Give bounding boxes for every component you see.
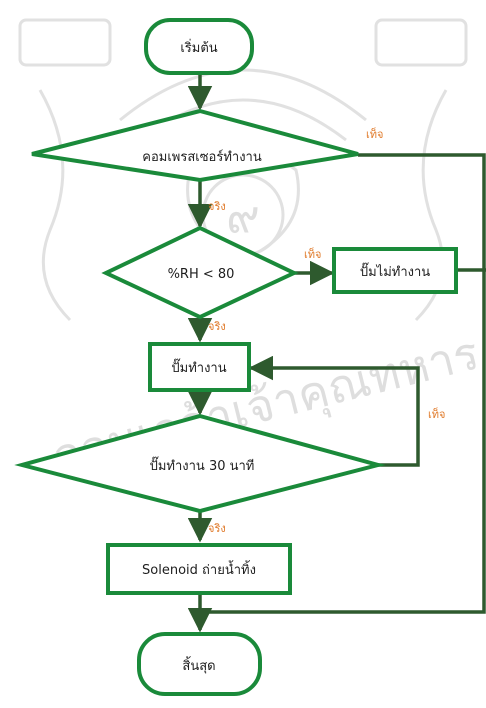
end-label: สิ้นสุด: [182, 656, 215, 674]
arrow-compressor-false-bypass: [200, 153, 486, 614]
pump-off-label: ปั๊มไม่ทำงาน: [360, 262, 430, 280]
merge-point: [196, 608, 204, 616]
pump30-false-label: เท็จ: [428, 407, 445, 421]
start-node: เริ่มต้น: [144, 18, 254, 75]
pump-30-decision: ปั๊มทำงาน 30 นาที: [14, 413, 386, 514]
compressor-decision: คอมเพรสเซอร์ทำงาน: [31, 108, 359, 183]
watermark-seal-number: ๙: [226, 189, 260, 243]
pump-30-label: ปั๊มทำงาน 30 นาที: [150, 456, 255, 474]
rh-true-label: จริง: [208, 320, 226, 333]
arrow-pump30-loop-back: [248, 355, 420, 467]
start-label: เริ่มต้น: [180, 39, 217, 56]
pump-on-node: ปั๊มทำงาน: [148, 342, 251, 392]
compressor-label: คอมเพรสเซอร์ทำงาน: [142, 149, 262, 165]
solenoid-label: Solenoid ถ่ายน้ำทิ้ง: [142, 560, 256, 578]
compressor-true-label: จริง: [208, 200, 226, 213]
connectors: [187, 75, 486, 633]
solenoid-node: Solenoid ถ่ายน้ำทิ้ง: [106, 543, 292, 595]
compressor-false-label: เท็จ: [366, 127, 383, 141]
pump30-true-label: จริง: [208, 522, 226, 535]
pump-off-node: ปั๊มไม่ทำงาน: [332, 247, 458, 294]
end-node: สิ้นสุด: [137, 632, 262, 696]
rh-decision: %RH < 80: [101, 225, 299, 320]
rh-label: %RH < 80: [168, 267, 235, 282]
rh-false-label: เท็จ: [304, 247, 321, 261]
pump-on-label: ปั๊มทำงาน: [171, 358, 226, 376]
